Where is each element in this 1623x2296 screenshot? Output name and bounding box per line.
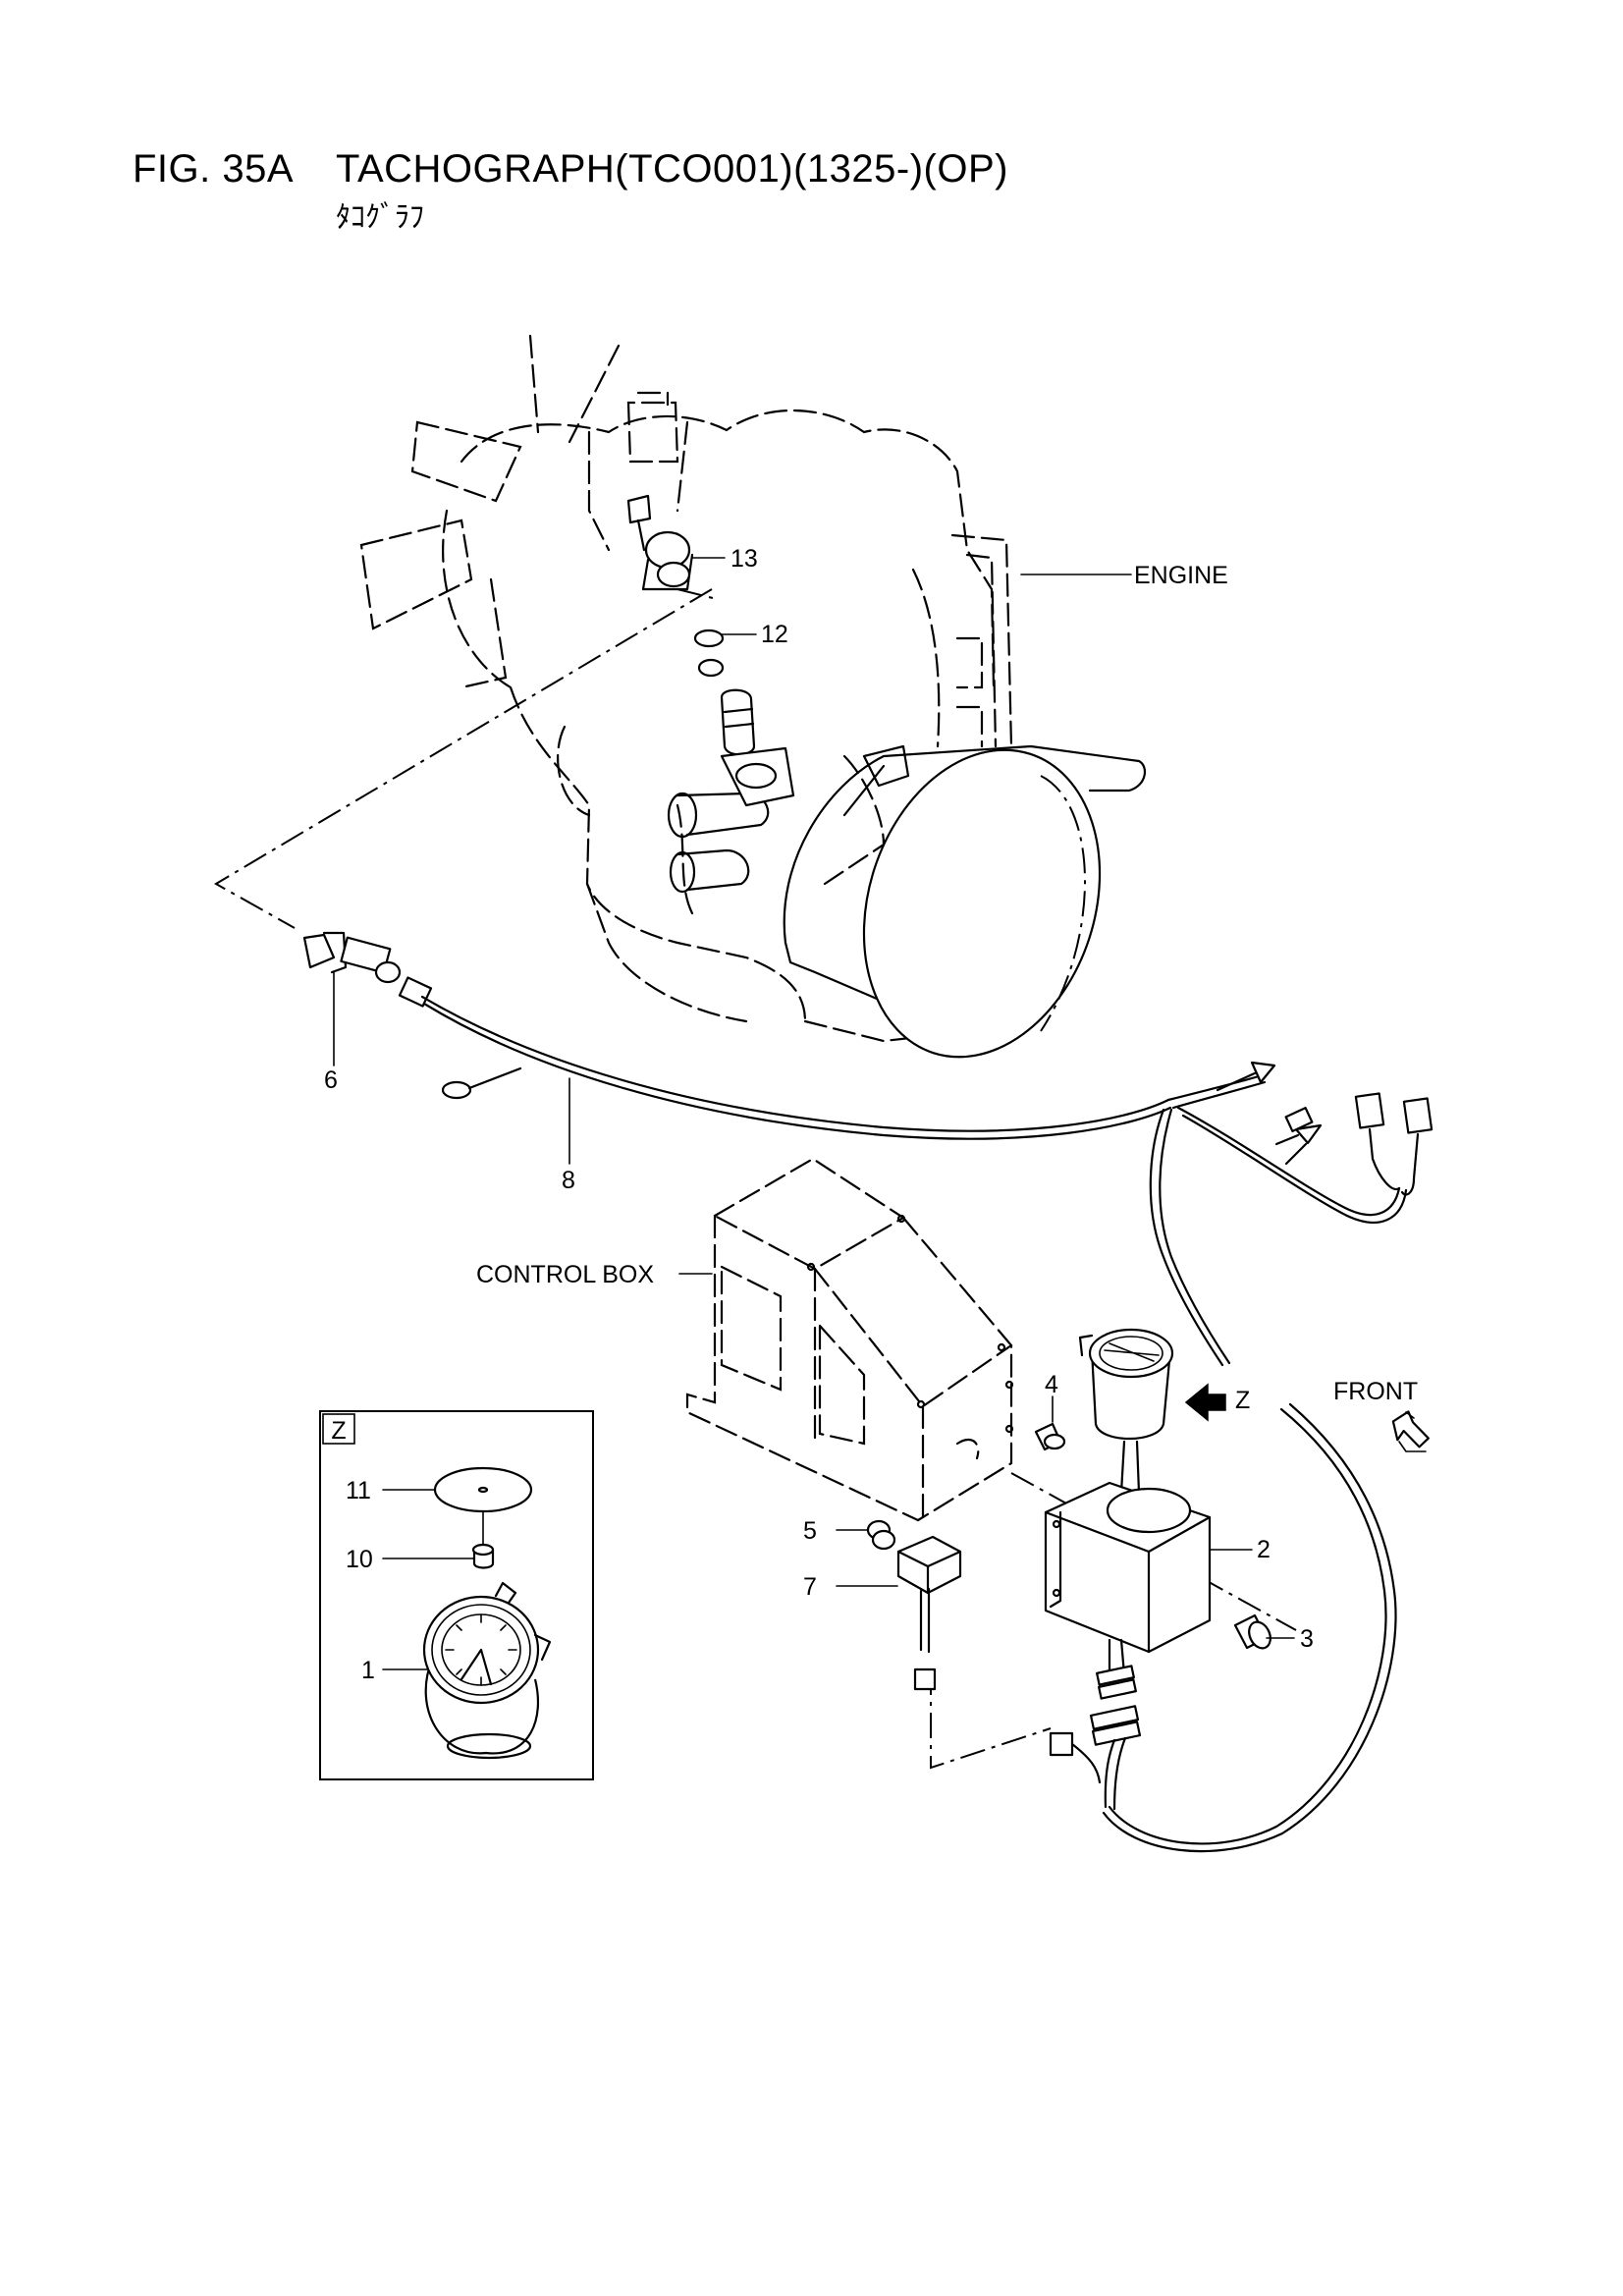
callout-3: 3 [1300,1625,1314,1653]
detail-z-label: Z [331,1417,346,1445]
callout-4: 4 [1045,1371,1058,1398]
tacho-cable [302,931,1434,1853]
callout-1: 1 [361,1657,375,1684]
front-arrow-icon [1391,1410,1430,1452]
view-z-label: Z [1235,1387,1250,1414]
figure-subtitle: ﾀｺｸﾞﾗﾌ [336,201,424,234]
front-label: FRONT [1333,1378,1418,1405]
callout-10: 10 [346,1546,373,1573]
callout-5: 5 [803,1517,817,1545]
control-box-outline [685,1157,1014,1522]
tachograph-unit [1078,1328,1174,1495]
callout-2: 2 [1257,1536,1271,1563]
callout-13: 13 [730,545,758,573]
bolt-part-4 [1034,1422,1066,1451]
callout-12: 12 [761,621,788,648]
view-z-arrow [1184,1383,1226,1422]
callout-7: 7 [803,1573,817,1601]
callout-11: 11 [346,1477,371,1504]
control-box-label: CONTROL BOX [476,1261,654,1288]
flywheel-housing [667,744,1147,1059]
callout-8: 8 [562,1167,575,1194]
tacho-sensor-assembly [626,494,795,807]
detail-z-box: Z [319,1410,594,1780]
module-part-7 [896,1535,962,1691]
chart-disc-part-11 [433,1466,533,1513]
leader-lines [333,557,1295,1670]
engine-outline [359,334,1013,1043]
figure-name: TACHOGRAPH(TCO001)(1325-)(OP) [336,147,1008,191]
callout-6: 6 [324,1066,338,1094]
engine-label: ENGINE [1134,562,1228,589]
tachograph-bracket [1044,1481,1212,1654]
harness-connectors [1049,1638,1142,1811]
figure-number: FIG. 35A [133,147,295,191]
figure-title: FIG. 35A TACHOGRAPH(TCO001)(1325-)(OP) [133,147,1008,191]
bolt-part-3 [1233,1613,1271,1650]
nut-part-5 [866,1519,896,1551]
tachograph-meter-part-1 [422,1581,552,1760]
